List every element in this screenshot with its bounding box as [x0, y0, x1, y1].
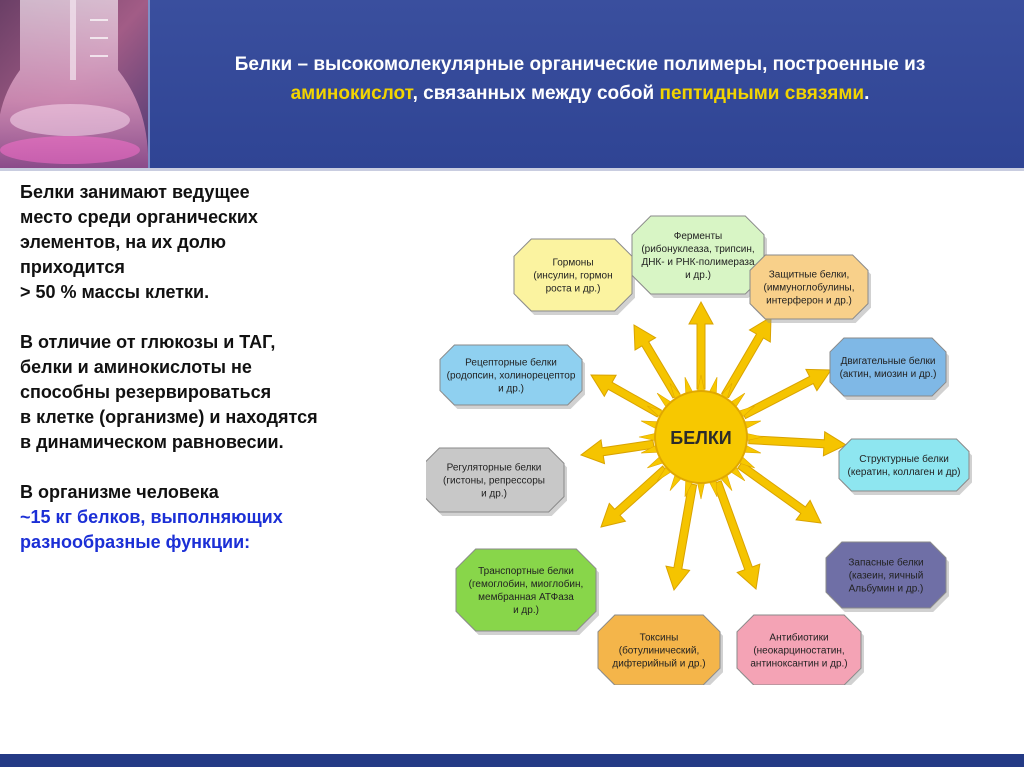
function-arrow: [688, 300, 714, 390]
function-box: Антибиотики (неокарциностатин, антиноксант…: [736, 614, 864, 685]
function-box: Гормоны (инсулин, гормон роста и др.): [513, 238, 635, 315]
box-label-line: дифтерийный и др.): [612, 658, 705, 670]
function-box: Регуляторные белки (гистоны, репрессоры и …: [426, 447, 567, 516]
function-box: Рецепторные белки (родопсин, холинорецепт…: [439, 344, 585, 409]
header-divider: [0, 168, 1024, 171]
function-box: Защитные белки,(иммуноглобулины,интерфер…: [749, 254, 871, 323]
box-label-line: (актин, миозин и др.): [840, 369, 937, 380]
page-title: Белки – высокомолекулярные органические …: [160, 50, 1000, 108]
text-line: > 50 % массы клетки.: [20, 282, 210, 302]
box-label-line: (иммуноглобулины,: [764, 282, 855, 294]
flask-image: [0, 0, 150, 168]
box-label-line: Структурные белки: [859, 453, 949, 465]
box-label-line: (ботулинический,: [619, 645, 700, 657]
box-label-line: мембранная АТФаза: [478, 591, 574, 603]
paragraph-human: В организме человека ~15 кг белков, выпо…: [20, 480, 420, 555]
arrow-group: [579, 300, 848, 592]
box-label-line: Запасные белки: [848, 557, 923, 569]
text-line: способны резервироваться: [20, 382, 272, 402]
function-arrow: [579, 438, 655, 465]
function-box: Транспортные белки(гемоглобин, миоглобин…: [455, 548, 599, 635]
function-arrow: [600, 465, 669, 528]
text-line: в клетке (организме) и находятся: [20, 407, 318, 427]
paragraph-reserve: В отличие от глюкозы и ТАГ, белки и амин…: [20, 330, 420, 455]
text-line: в динамическом равновесии.: [20, 432, 284, 452]
left-text-block: Белки занимают ведущее место среди орган…: [20, 180, 420, 580]
text-line: В организме человека: [20, 482, 219, 502]
header-banner: Белки – высокомолекулярные органические …: [0, 0, 1024, 168]
text-line: место среди органических: [20, 207, 258, 227]
text-line: белки и аминокислоты не: [20, 357, 252, 377]
box-label-line: (инсулин, гормон: [533, 271, 612, 282]
box-label-line: Транспортные белки: [478, 565, 574, 577]
box-label-line: Защитные белки,: [769, 269, 849, 281]
function-box: Ферменты(рибонуклеаза, трипсин, ДНК- и РН…: [631, 215, 767, 298]
box-label-line: Двигательные белки: [841, 355, 936, 367]
box-shape: [597, 614, 721, 685]
flask-illustration: [0, 0, 148, 168]
box-label-line: Гормоны: [552, 258, 593, 269]
title-part1: Белки – высокомолекулярные органические …: [234, 54, 926, 75]
center-sun: [654, 390, 748, 484]
paragraph-share: Белки занимают ведущее место среди орган…: [20, 180, 420, 305]
box-shape: [829, 337, 947, 397]
text-line-blue: разнообразные функции:: [20, 532, 251, 552]
box-label-line: и др.): [685, 270, 711, 281]
box-label-line: (кератин, коллаген и др): [848, 467, 961, 478]
title-highlight-peptide: пептидными связями: [659, 83, 865, 104]
text-line: В отличие от глюкозы и ТАГ,: [20, 332, 276, 352]
box-shape: [838, 438, 970, 492]
box-label-line: (казеин, яичный: [849, 571, 924, 582]
box-label-line: Регуляторные белки: [447, 462, 542, 474]
text-line: Белки занимают ведущее: [20, 182, 250, 202]
text-line-blue: ~15 кг белков, выполняющих: [20, 507, 283, 527]
box-label-line: Рецепторные белки: [465, 357, 557, 369]
function-arrow: [721, 316, 772, 399]
box-shape: [749, 254, 869, 320]
text-line: приходится: [20, 257, 125, 277]
text-line: элементов, на их долю: [20, 232, 227, 252]
box-shape: [825, 541, 947, 609]
box-shape: [455, 548, 597, 632]
box-label-line: (гемоглобин, миоглобин,: [469, 578, 584, 590]
box-label-line: антиноксантин и др.): [750, 659, 847, 670]
function-arrow: [748, 430, 848, 457]
function-arrow: [712, 480, 761, 590]
box-label-line: Токсины: [640, 633, 679, 644]
title-highlight-amino: аминокислот: [290, 83, 413, 104]
box-label-line: и др.): [481, 489, 507, 500]
box-label-line: и др.): [513, 605, 539, 616]
bottom-bar: [0, 754, 1024, 767]
box-label-line: и др.): [498, 384, 524, 395]
function-arrow: [741, 368, 832, 420]
function-box: Структурные белки (кератин, коллаген и др…: [838, 438, 972, 495]
box-label-line: (родопсин, холинорецептор: [447, 371, 576, 382]
function-arrow: [590, 374, 662, 418]
box-label-line: Антибиотики: [769, 632, 828, 644]
box-label-line: (рибонуклеаза, трипсин,: [641, 243, 754, 255]
function-box: Токсины(ботулинический,дифтерийный и др.…: [597, 614, 723, 685]
box-label-line: ДНК- и РНК-полимераза: [641, 257, 755, 268]
box-group: Гормоны (инсулин, гормон роста и др.) Ферме…: [426, 215, 972, 685]
protein-functions-diagram: БЕЛКИ Гормоны (инсулин, гормон роста и др.…: [426, 215, 972, 685]
box-shape: [631, 215, 765, 295]
box-shape: [736, 614, 862, 685]
box-label-line: (гистоны, репрессоры: [443, 476, 545, 487]
function-arrow: [665, 483, 698, 592]
box-shape: [439, 344, 583, 406]
function-arrow: [633, 324, 681, 399]
title-part2: , связанных между собой: [412, 83, 660, 104]
box-shape: [513, 238, 633, 312]
function-arrow: [737, 461, 822, 524]
box-label-line: Ферменты: [674, 231, 722, 242]
box-label-line: роста и др.): [546, 284, 601, 295]
function-box: Двигательные белки (актин, миозин и др.): [829, 337, 949, 400]
box-label-line: Альбумин и др.): [849, 583, 924, 595]
box-label-line: (неокарциностатин,: [753, 646, 844, 657]
center-label: БЕЛКИ: [670, 428, 732, 448]
title-end: .: [864, 83, 870, 104]
box-label-line: интерферон и др.): [766, 295, 852, 307]
box-shape: [426, 447, 565, 513]
